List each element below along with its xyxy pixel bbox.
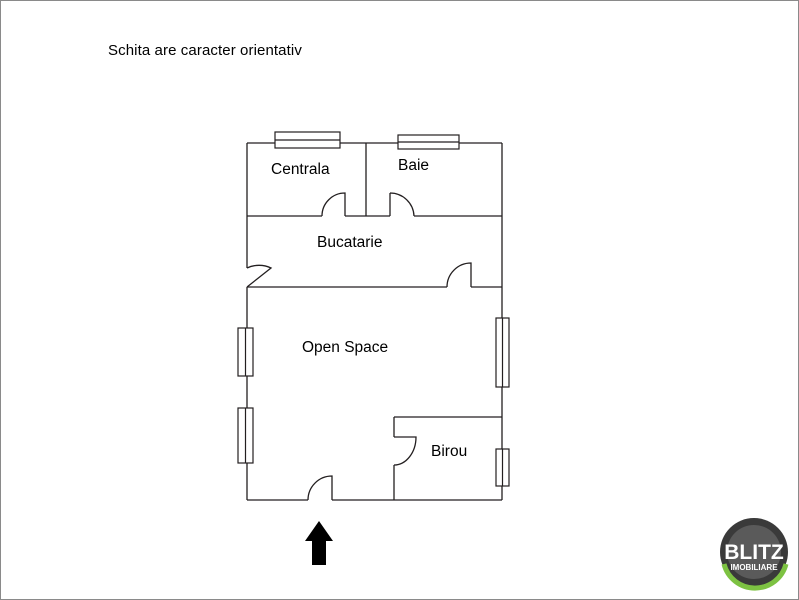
- room-label-baie: Baie: [398, 157, 429, 174]
- door-baie: [389, 192, 415, 217]
- door-open-space: [446, 262, 472, 288]
- logo-subtitle: IMOBILIARE: [730, 563, 778, 572]
- walls: [246, 142, 503, 501]
- door-birou: [393, 436, 417, 466]
- windows: [237, 131, 510, 487]
- logo-accent-arc: [721, 563, 789, 591]
- door-entrance: [307, 475, 333, 501]
- room-label-birou: Birou: [431, 443, 467, 460]
- logo-brand: BLITZ: [724, 541, 784, 564]
- room-label-open-space: Open Space: [302, 339, 388, 356]
- disclaimer-note: Schita are caracter orientativ: [108, 42, 302, 59]
- doors: [246, 192, 472, 501]
- blitz-logo: BLITZ IMOBILIARE: [720, 518, 789, 591]
- entrance-arrow-icon: [305, 521, 333, 565]
- door-bucatarie-left: [246, 264, 273, 288]
- room-label-centrala: Centrala: [271, 161, 330, 178]
- door-centrala: [321, 192, 346, 217]
- room-label-bucatarie: Bucatarie: [317, 234, 382, 251]
